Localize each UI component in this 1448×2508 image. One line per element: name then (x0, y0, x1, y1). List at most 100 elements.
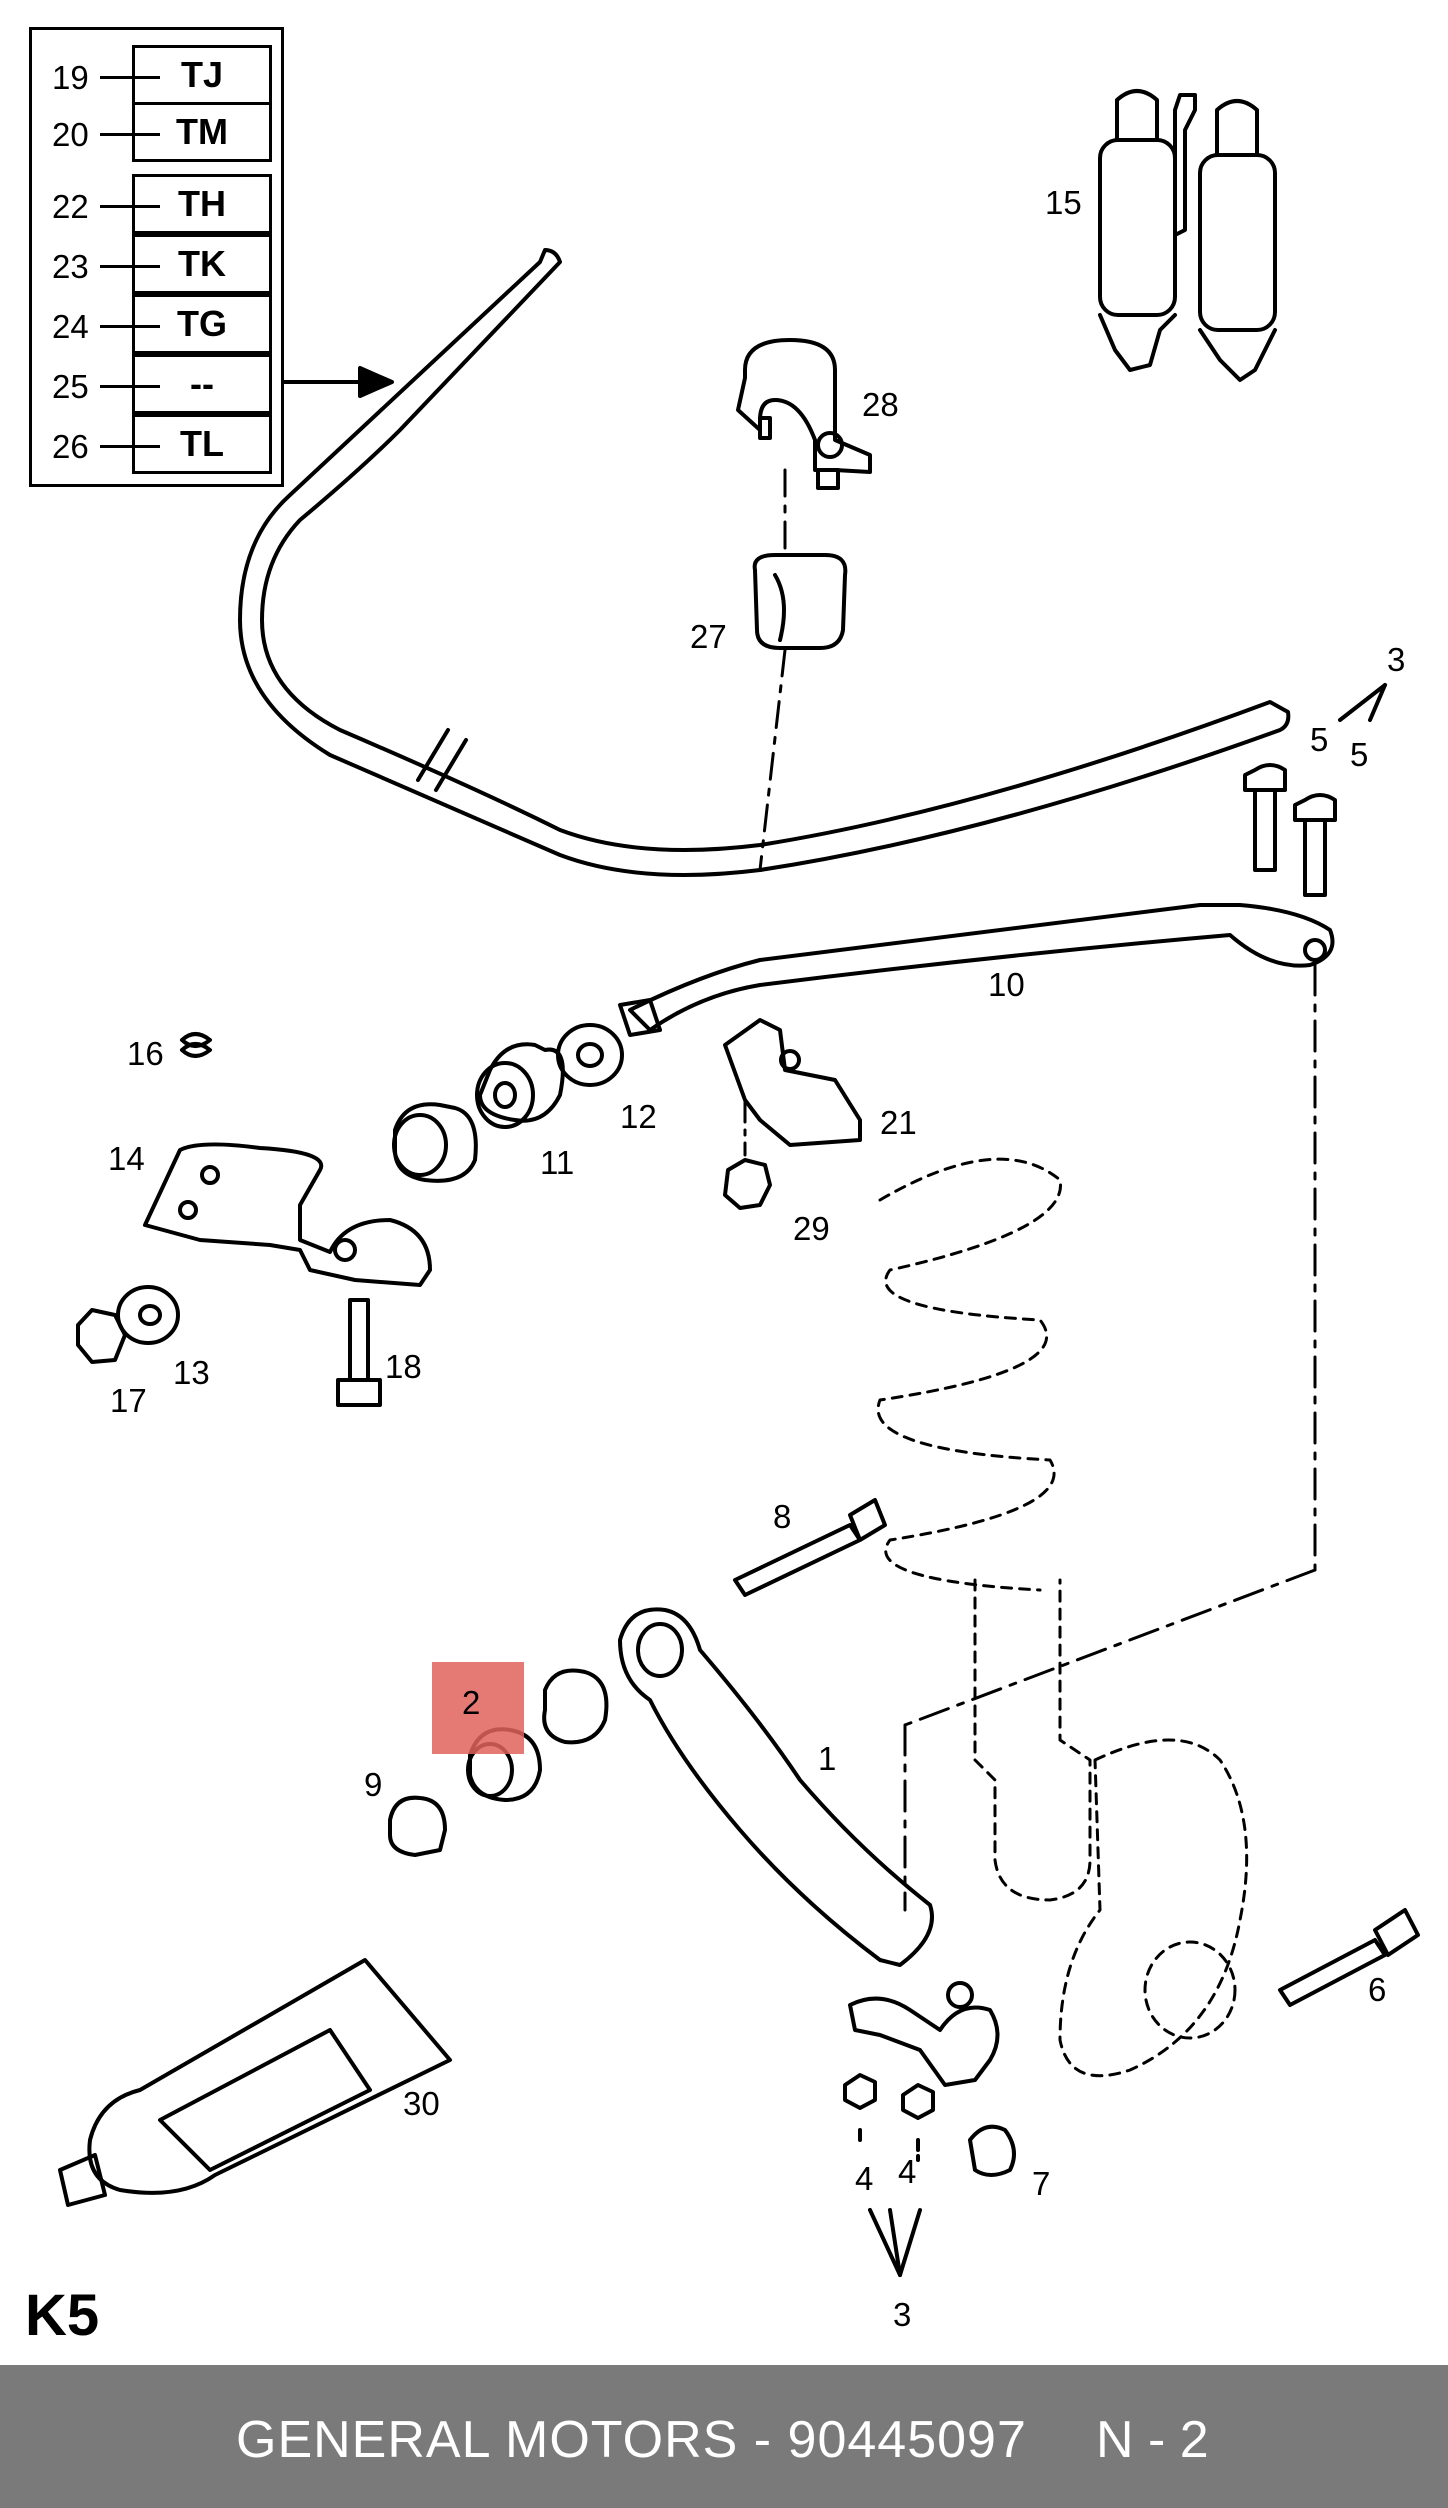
strut-tool (1173, 93, 1197, 237)
code-value: TJ (132, 45, 272, 105)
mount-bracket-hole-2 (200, 1165, 220, 1185)
code-tick (100, 445, 160, 448)
callout-5-right: 5 (1350, 736, 1369, 773)
callout-29: 29 (793, 1210, 830, 1247)
callout-27: 27 (690, 618, 727, 655)
bolt-5a (1243, 763, 1287, 872)
footer-bar: GENERAL MOTORS - 90445097 N - 2 (0, 2365, 1448, 2508)
callout-28: 28 (862, 386, 899, 423)
code-tick (100, 133, 160, 136)
bolt-8 (733, 1498, 887, 1597)
callout-3-top: 3 (1387, 641, 1406, 678)
bushing-11 (478, 1042, 565, 1123)
washer-12 (556, 1023, 624, 1087)
centerline-27 (758, 648, 787, 872)
bushing-9 (388, 1795, 447, 1857)
gas-strut-left (1098, 138, 1177, 317)
callout-13: 13 (173, 1354, 210, 1391)
mount-bracket-hole-1 (178, 1200, 198, 1220)
bolt-6 (1278, 1908, 1420, 2007)
callout-1: 1 (818, 1740, 837, 1777)
callout-14: 14 (108, 1140, 145, 1177)
leader-3-5a (1338, 683, 1387, 722)
nut-4a (843, 2073, 877, 2110)
code-row: 24 TG (32, 294, 281, 354)
nut-7 (968, 2124, 1016, 2177)
callout-2: 2 (462, 1684, 481, 1721)
bracket-21 (723, 1018, 862, 1147)
code-value: TK (132, 234, 272, 294)
callout-7: 7 (1032, 2165, 1051, 2202)
steering-knuckle (1058, 1738, 1249, 2078)
tie-rod-thread (618, 998, 662, 1037)
bracket-hole (816, 431, 844, 459)
washer-13-hole (138, 1304, 162, 1326)
stab-bushing (752, 553, 848, 650)
code-number: 23 (52, 248, 89, 285)
code-tick (100, 325, 160, 328)
leader-3-4a (868, 2208, 902, 2277)
bracket-stud (758, 416, 840, 490)
mount-bracket-hole-3 (333, 1238, 357, 1262)
stabilizer-bar (238, 248, 1291, 877)
callout-18: 18 (385, 1348, 422, 1385)
code-number: 24 (52, 308, 89, 345)
grease-tube (87, 1958, 452, 2195)
strut-body (973, 1578, 1092, 1902)
coil-spring (876, 1157, 1062, 1592)
hub (1143, 1940, 1237, 2040)
gas-strut-right-top (1215, 99, 1259, 157)
callout-8: 8 (773, 1498, 792, 1535)
bolt-5b (1293, 793, 1337, 897)
callout-16: 16 (127, 1035, 164, 1072)
table-arrow-head (358, 366, 394, 398)
code-tick (100, 385, 160, 388)
gas-strut-left-tip (1098, 313, 1177, 372)
code-tick (100, 205, 160, 208)
code-number: 22 (52, 188, 89, 225)
washer-12-hole (576, 1042, 604, 1068)
callout-21: 21 (880, 1104, 917, 1141)
clamp-bracket (736, 338, 872, 474)
control-arm-eye (636, 1622, 684, 1678)
code-number: 25 (52, 368, 89, 405)
leader-3-5b (1368, 683, 1387, 722)
gas-strut-right-tip (1198, 328, 1277, 382)
code-row: 22 TH (32, 174, 281, 234)
tie-rod-dashed-h (903, 1568, 1317, 1727)
callout-15: 15 (1045, 184, 1082, 221)
callout-4-left: 4 (855, 2160, 874, 2197)
gas-strut-right (1198, 153, 1277, 332)
callout-10: 10 (988, 966, 1025, 1003)
callout-17: 17 (110, 1382, 147, 1419)
sleeve (393, 1102, 478, 1183)
code-value: TG (132, 294, 272, 354)
code-number: 20 (52, 116, 89, 153)
nut-4b (901, 2083, 935, 2120)
callout-30: 30 (403, 2085, 440, 2122)
bushing-11-face (475, 1061, 535, 1129)
code-value: TM (132, 102, 272, 162)
small-spring (180, 1032, 212, 1058)
nut-29 (723, 1158, 772, 1210)
bolt-18 (336, 1298, 382, 1407)
bar-break-1 (416, 728, 450, 782)
page-indicator: N - 2 (1096, 2411, 1209, 2469)
grease-tube-label (158, 2028, 372, 2172)
code-row: 23 TK (32, 234, 281, 294)
washer-13 (116, 1285, 180, 1345)
code-row: 26 TL (32, 414, 281, 474)
code-value: TH (132, 174, 272, 234)
bushing-2-sleeve (542, 1668, 609, 1745)
part-highlight (432, 1662, 524, 1754)
callout-11: 11 (540, 1144, 575, 1181)
code-row: 19 TJ (32, 45, 281, 105)
leader-3-4b (898, 2208, 922, 2277)
code-value: TL (132, 414, 272, 474)
mount-bracket-14 (143, 1142, 432, 1287)
ball-joint (848, 1996, 1000, 2087)
leader-3-4c (888, 2208, 902, 2277)
tie-rod (628, 903, 1335, 1032)
code-row: 25 -- (32, 354, 281, 414)
callout-6: 6 (1368, 1971, 1387, 2008)
